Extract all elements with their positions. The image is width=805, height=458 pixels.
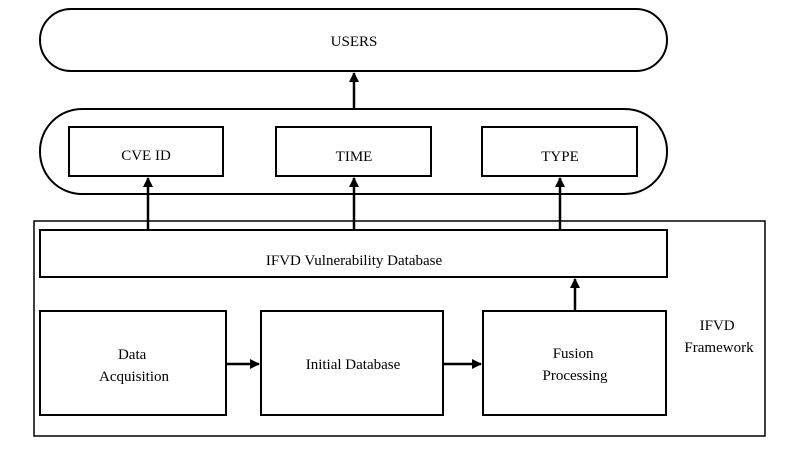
time-box — [275, 126, 432, 177]
users-box — [39, 8, 668, 72]
fusion-processing-line-1: Fusion — [553, 346, 594, 362]
cve-id-box — [68, 126, 224, 177]
fusion-processing-label: Fusion Processing — [543, 346, 608, 384]
framework-frame — [33, 220, 766, 437]
framework-label: IFVD Framework — [684, 318, 754, 356]
data-acquisition-line-1: Data — [118, 347, 147, 363]
framework-label-line-2: Framework — [684, 340, 754, 356]
vulnerability-database-label: IFVD Vulnerability Database — [266, 253, 443, 269]
initial-database-label: Initial Database — [306, 357, 401, 373]
type-label: TYPE — [541, 149, 579, 165]
cve-id-label: CVE ID — [121, 148, 171, 164]
time-label: TIME — [336, 149, 373, 165]
data-acquisition-line-2: Acquisition — [99, 369, 169, 385]
fusion-processing-box — [482, 310, 667, 416]
fusion-processing-line-2: Processing — [543, 368, 608, 384]
framework-label-line-1: IFVD — [700, 318, 735, 334]
data-acquisition-box — [39, 310, 227, 416]
type-box — [481, 126, 638, 177]
users-label: USERS — [331, 34, 378, 50]
vulnerability-database-box — [39, 229, 668, 278]
data-acquisition-label: Data Acquisition — [99, 347, 169, 385]
